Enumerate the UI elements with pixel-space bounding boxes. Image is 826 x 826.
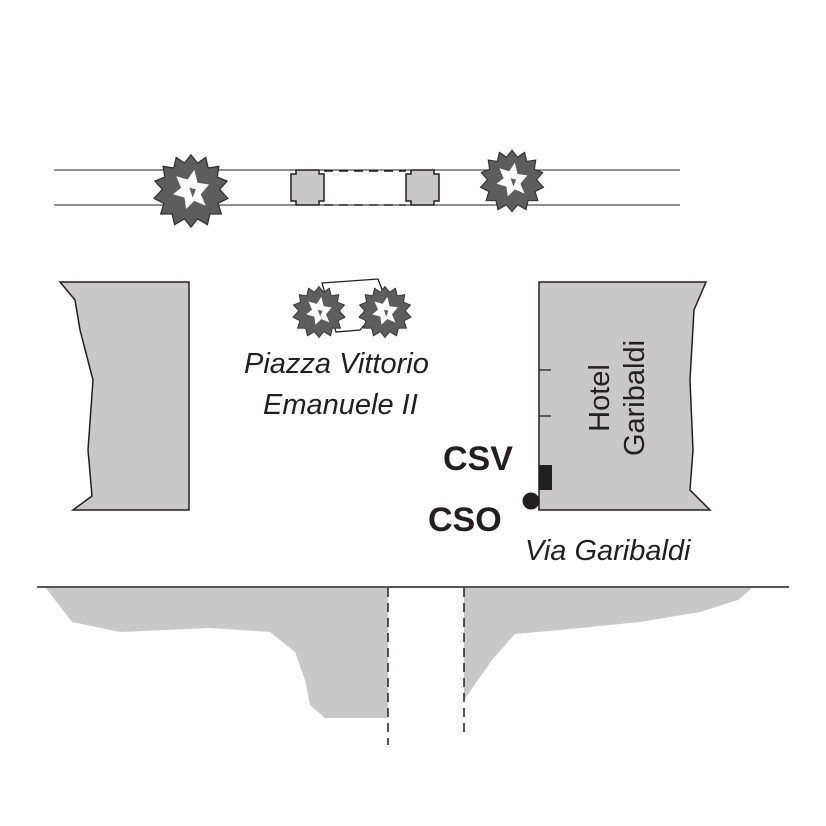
upper-gates — [290, 169, 440, 206]
hotel-name-line1: Hotel — [584, 364, 616, 432]
lower-building — [464, 588, 752, 700]
square-marker-icon — [539, 465, 552, 490]
left-building — [58, 281, 190, 511]
tree-icon — [479, 149, 545, 213]
cso-stop-label: CSO — [428, 501, 502, 539]
piazza-name-line2: Emanuele II — [263, 389, 418, 421]
upper-street — [54, 169, 680, 206]
piazza-name-line1: Piazza Vittorio — [244, 348, 429, 380]
via-garibaldi-label: Via Garibaldi — [525, 535, 691, 567]
tree-icon — [292, 285, 346, 339]
csv-stop-label: CSV — [443, 440, 513, 478]
hotel-building — [538, 281, 712, 511]
side-street — [387, 588, 465, 745]
hotel-wall-ticks — [539, 369, 551, 417]
tree-icon — [358, 285, 412, 339]
hotel-name-line2: Garibaldi — [619, 339, 651, 457]
tree-icon — [153, 154, 229, 228]
circle-marker-icon — [522, 492, 540, 510]
lower-building — [46, 588, 388, 718]
